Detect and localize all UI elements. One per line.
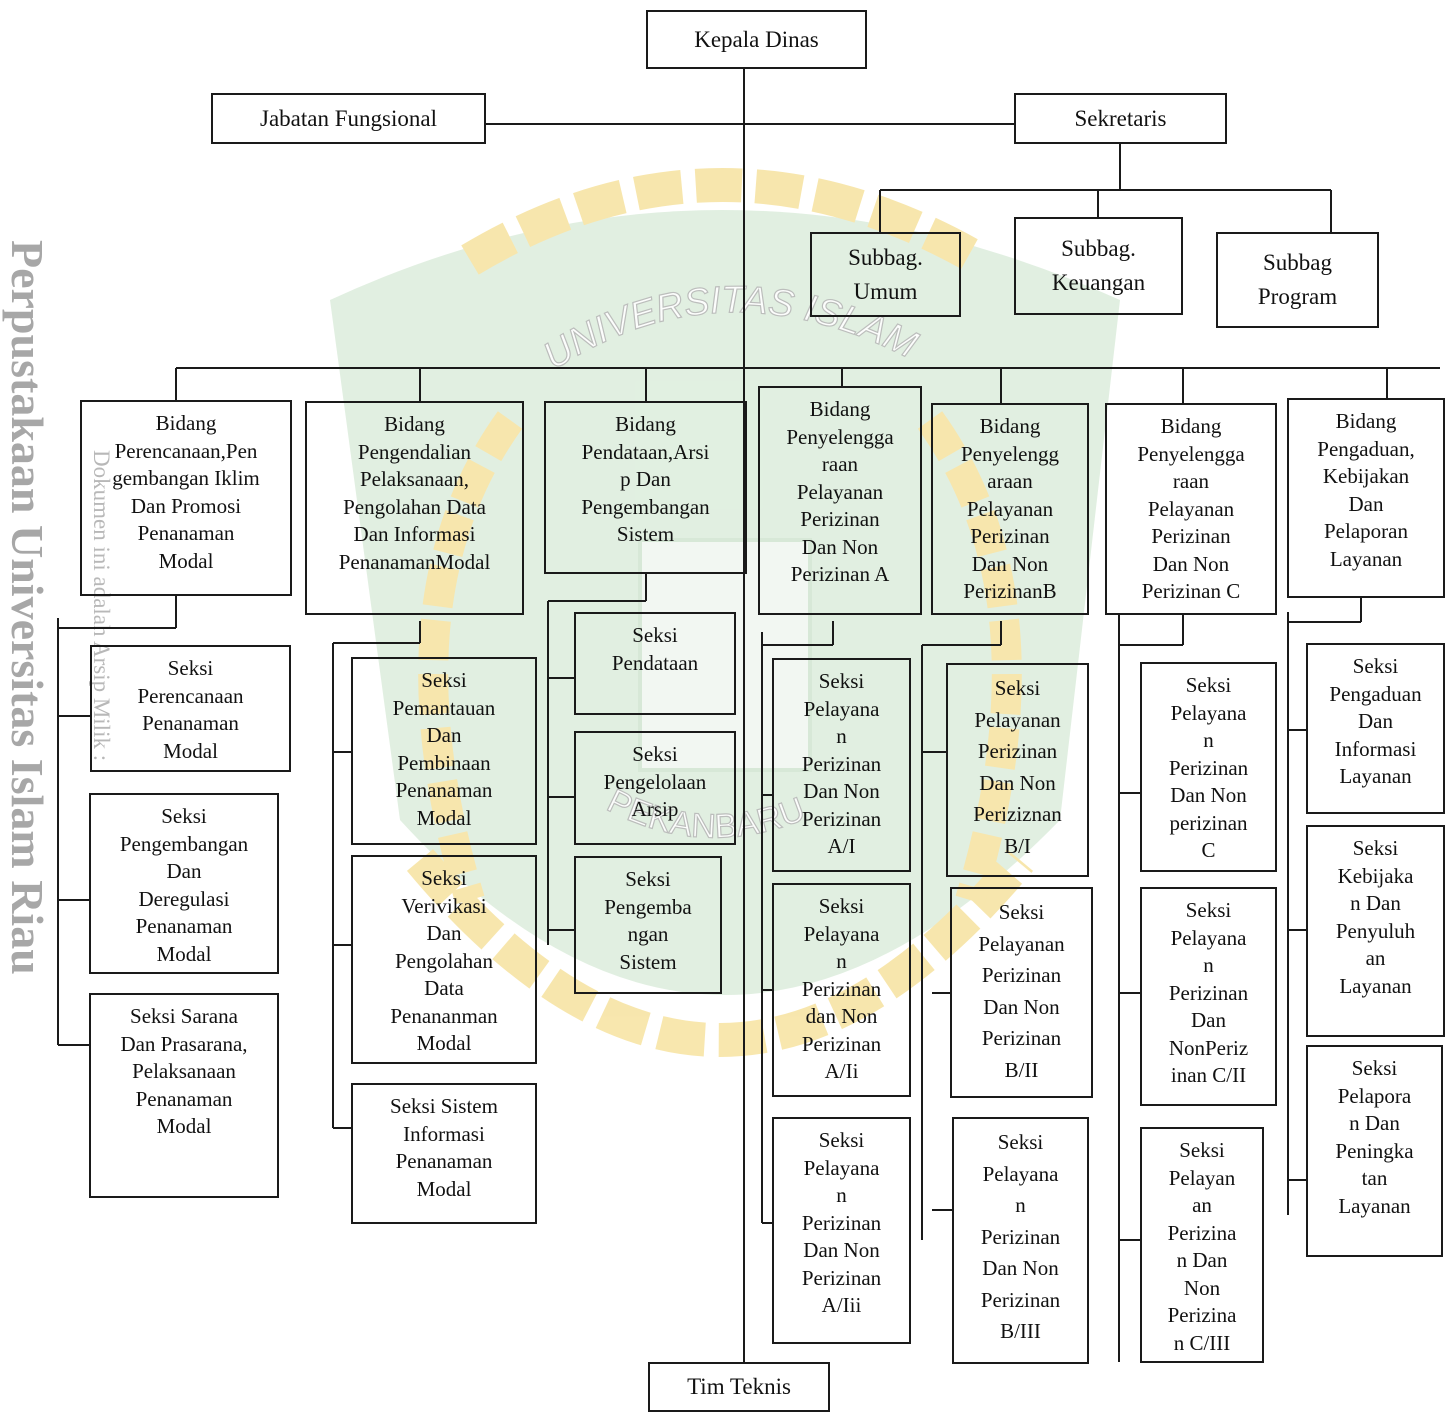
node-subbag-keuangan: Subbag. Keuangan	[1014, 217, 1183, 315]
node-sekretaris: Sekretaris	[1014, 93, 1227, 144]
node-seksi-pelayanan-a1: Seksi Pelayana n Perizinan Dan Non Periz…	[772, 658, 911, 872]
node-subbag-umum: Subbag. Umum	[810, 232, 961, 317]
node-seksi-pendataan: Seksi Pendataan	[574, 612, 736, 715]
node-seksi-pelayanan-a2: Seksi Pelayana n Perizinan dan Non Periz…	[772, 883, 911, 1097]
node-seksi-sistem-informasi: Seksi Sistem Informasi Penanaman Modal	[351, 1083, 537, 1224]
node-seksi-pelayanan-c1: Seksi Pelayana n Perizinan Dan Non periz…	[1140, 662, 1277, 872]
node-bidang-penyelenggaraan-a: Bidang Penyelengga raan Pelayanan Perizi…	[758, 386, 922, 615]
watermark-rope-left	[418, 411, 523, 905]
node-seksi-pelayanan-c2: Seksi Pelayana n Perizinan Dan NonPeriz …	[1140, 887, 1277, 1106]
node-seksi-pelayanan-b1: Seksi Pelayanan Perizinan Dan Non Perizi…	[946, 663, 1089, 877]
node-seksi-pelaporan: Seksi Pelapora n Dan Peningka tan Layana…	[1306, 1045, 1443, 1257]
node-seksi-pengembangan-deregulasi: Seksi Pengembangan Dan Deregulasi Penana…	[89, 793, 279, 974]
node-seksi-pelayanan-a3: Seksi Pelayana n Perizinan Dan Non Periz…	[772, 1117, 911, 1344]
node-bidang-penyelenggaraan-c: Bidang Penyelengga raan Pelayanan Perizi…	[1105, 403, 1277, 615]
node-bidang-pengaduan: Bidang Pengaduan, Kebijakan Dan Pelapora…	[1287, 398, 1445, 598]
node-subbag-program: Subbag Program	[1216, 232, 1379, 328]
node-seksi-pengaduan: Seksi Pengaduan Dan Informasi Layanan	[1306, 643, 1445, 814]
node-seksi-verivikasi: Seksi Verivikasi Dan Pengolahan Data Pen…	[351, 855, 537, 1064]
node-seksi-sarana-prasarana: Seksi Sarana Dan Prasarana, Pelaksanaan …	[89, 993, 279, 1198]
node-seksi-perencanaan: Seksi Perencanaan Penanaman Modal	[90, 645, 291, 772]
watermark-rope-right	[917, 411, 1022, 905]
node-seksi-pengembangan-sistem: Seksi Pengemba ngan Sistem	[574, 856, 722, 994]
node-kepala-dinas: Kepala Dinas	[646, 10, 867, 69]
node-bidang-penyelenggaraan-b: Bidang Penyelengg araan Pelayanan Perizi…	[931, 403, 1089, 615]
node-tim-teknis: Tim Teknis	[648, 1362, 830, 1412]
node-bidang-pengendalian: Bidang Pengendalian Pelaksanaan, Pengola…	[305, 401, 524, 615]
watermark-rope-bottom	[406, 849, 1034, 1057]
node-seksi-pelayanan-b2: Seksi Pelayanan Perizinan Dan Non Perizi…	[950, 887, 1093, 1098]
node-seksi-pelayanan-c3: Seksi Pelayan an Perizina n Dan Non Peri…	[1140, 1127, 1264, 1363]
node-bidang-pendataan: Bidang Pendataan,Arsi p Dan Pengembangan…	[544, 401, 747, 574]
node-seksi-pelayanan-b3: Seksi Pelayana n Perizinan Dan Non Periz…	[952, 1117, 1089, 1364]
node-seksi-kebijakan: Seksi Kebijaka n Dan Penyuluh an Layanan	[1306, 825, 1445, 1037]
node-seksi-pemantauan: Seksi Pemantauan Dan Pembinaan Penanaman…	[351, 657, 537, 845]
watermark-rope-top	[461, 168, 989, 275]
node-bidang-perencanaan: Bidang Perencanaan,Pen gembangan Iklim D…	[80, 400, 292, 596]
node-seksi-pengelolaan-arsip: Seksi Pengelolaan Arsip	[574, 731, 736, 845]
node-jabatan-fungsional: Jabatan Fungsional	[211, 93, 486, 144]
